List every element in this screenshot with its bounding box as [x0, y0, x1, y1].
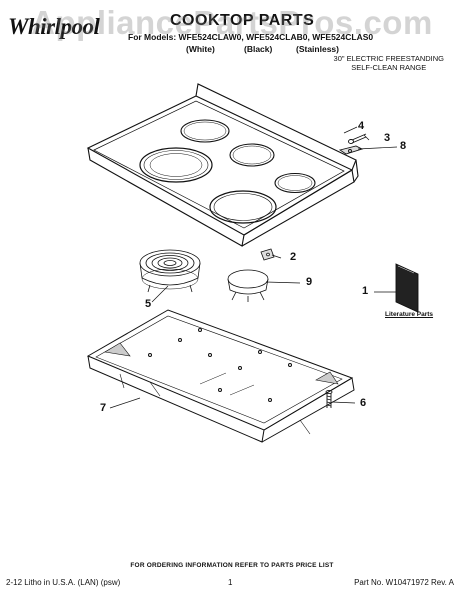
- callout-5: 5: [145, 298, 152, 310]
- range-type-line-2: SELF-CLEAN RANGE: [351, 63, 427, 72]
- callout-7: 7: [100, 402, 107, 414]
- screw-part: [348, 133, 367, 144]
- element-holder: [227, 269, 269, 302]
- literature-booklet: [395, 263, 419, 313]
- brand-name: Whirlpool: [8, 14, 100, 39]
- ordering-note: FOR ORDERING INFORMATION REFER TO PARTS …: [130, 562, 334, 569]
- variant-white: (White): [186, 44, 215, 54]
- literature-parts-label: Literature Parts: [385, 311, 434, 318]
- range-type-label: 30" ELECTRIC FREESTANDING SELF-CLEAN RAN…: [334, 54, 444, 72]
- callout-9: 9: [306, 276, 313, 288]
- callout-4: 4: [358, 120, 365, 132]
- part-number: Part No. W10471972 Rev. A: [354, 578, 454, 587]
- callout-1: 1: [362, 285, 369, 297]
- page-number: 1: [228, 578, 233, 587]
- variant-black: (Black): [244, 44, 273, 54]
- callout-2: 2: [290, 251, 297, 263]
- cooktop-panel: [86, 83, 359, 247]
- radiant-element: [139, 249, 201, 293]
- model-list: For Models: WFE524CLAW0, WFE524CLAB0, WF…: [128, 32, 374, 42]
- litho-info: 2-12 Litho in U.S.A. (LAN) (psw): [6, 578, 121, 587]
- range-type-line-1: 30" ELECTRIC FREESTANDING: [333, 54, 444, 63]
- leader-lines: [109, 126, 398, 409]
- watermark-text: AppliancePartsPros.com: [31, 4, 433, 41]
- page-title: COOKTOP PARTS: [170, 12, 315, 29]
- support-pan: [86, 309, 355, 443]
- bracket-part: [338, 145, 364, 155]
- variant-stainless: (Stainless): [296, 44, 339, 54]
- clip-part: [260, 248, 275, 261]
- callout-3: 3: [384, 132, 391, 144]
- pan-screw: [325, 389, 333, 408]
- callout-6: 6: [360, 397, 367, 409]
- surface-elements: [139, 119, 316, 224]
- callout-8: 8: [400, 140, 407, 152]
- brand-logo: Whirlpool: [8, 12, 118, 52]
